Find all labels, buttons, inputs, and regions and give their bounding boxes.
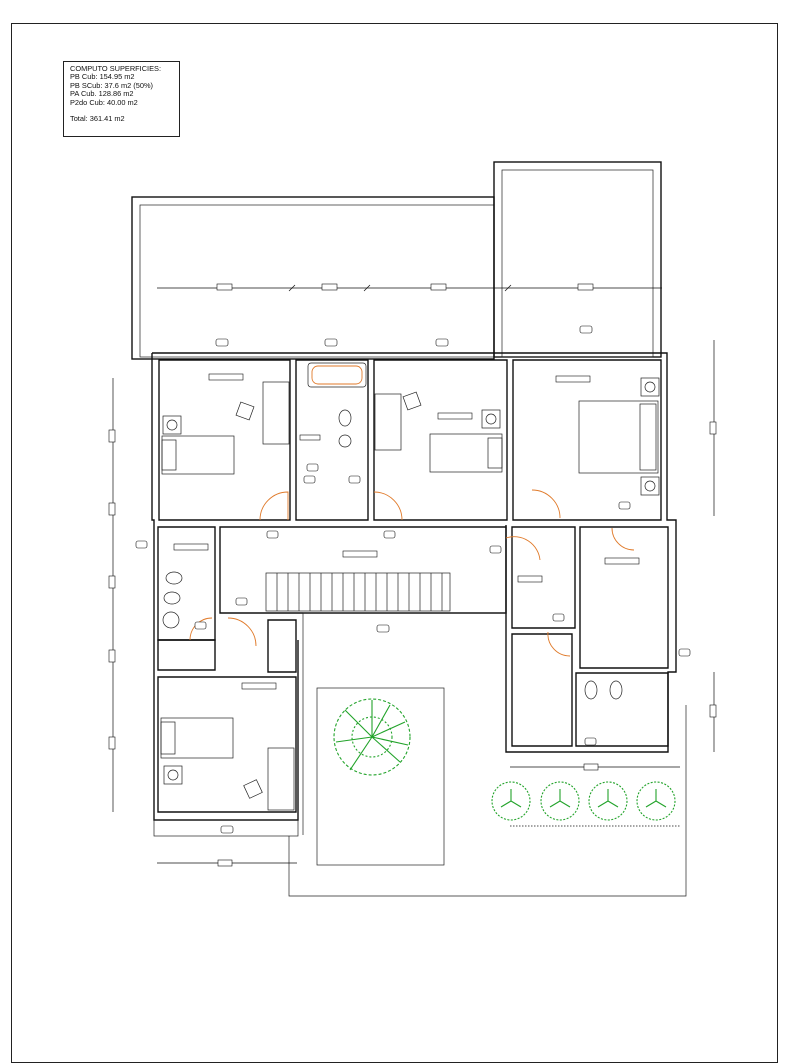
legend-row: PA Cub. 128.86 m2 — [70, 89, 134, 99]
building-walls — [151, 352, 677, 837]
toilet-icon — [162, 571, 183, 629]
bed-icon — [161, 435, 235, 475]
bed-icon — [429, 433, 503, 473]
terrace-left — [131, 196, 495, 360]
legend-total: Total: 361.41 m2 — [70, 114, 125, 124]
bidet-icon — [584, 680, 623, 700]
floor-plan — [108, 161, 717, 897]
tree-icon — [333, 698, 411, 776]
room-labels — [173, 373, 640, 690]
staircase-icon — [265, 572, 451, 612]
patio — [288, 612, 687, 897]
terrace-right — [493, 161, 662, 358]
dimension-lines-side — [108, 340, 717, 867]
shrub-icon — [491, 781, 680, 827]
chair-icon — [374, 391, 422, 451]
chair-icon — [235, 381, 290, 445]
bed-icon — [578, 400, 659, 474]
opening-tags — [135, 325, 691, 834]
dimension-line-top — [157, 283, 662, 292]
chair-icon — [243, 747, 295, 811]
bathtub-icon — [307, 362, 367, 388]
legend-row: P2do Cub: 40.00 m2 — [70, 97, 138, 107]
legend-row: PB SCub: 37.6 m2 (50%) — [70, 80, 153, 90]
area-legend: COMPUTO SUPERFICIES: PB Cub: 154.95 m2 P… — [63, 61, 180, 137]
bed-icon — [160, 717, 234, 759]
toilet-icon — [338, 409, 352, 448]
sink-icon — [162, 377, 660, 785]
legend-title: COMPUTO SUPERFICIES: — [70, 64, 162, 73]
legend-row: PB Cub: 154.95 m2 — [70, 72, 135, 82]
